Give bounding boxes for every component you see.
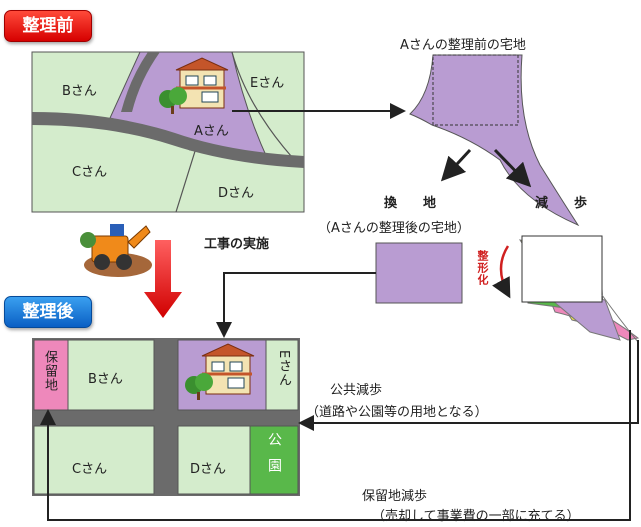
lot-e-after-label: Eさん	[276, 350, 291, 388]
a-after-lot	[375, 242, 463, 304]
lot-e-after	[265, 339, 299, 411]
reserve-genpo-title: 保留地減歩	[362, 489, 428, 504]
a-after-caption: （Aさんの整理後の宅地）	[318, 221, 470, 236]
reserve-genpo-note: （売却して事業費の一部に充てる）	[372, 509, 580, 524]
arrow-reserve-genpo	[40, 330, 631, 521]
kanchi-label: 換 地	[384, 196, 437, 211]
arrow-public-genpo	[298, 340, 639, 431]
genpo-cards	[518, 235, 640, 343]
reserve-label: 保留地	[42, 350, 57, 392]
house-icon	[175, 57, 229, 109]
after-badge: 整理後	[4, 296, 92, 328]
public-genpo-note: （道路や公園等の用地となる）	[306, 405, 488, 420]
construction-arrow	[144, 240, 182, 318]
before-badge: 整理前	[4, 10, 92, 42]
lot-d-after	[177, 425, 251, 495]
lot-b-after-label: Bさん	[88, 372, 123, 387]
a-before-title: Aさんの整理前の宅地	[400, 38, 526, 53]
lot-d-label: Dさん	[218, 186, 255, 201]
road-before-vertical	[121, 52, 160, 112]
park-lot	[249, 425, 299, 495]
tree-icon	[159, 87, 187, 114]
lot-e-label: Eさん	[250, 76, 285, 91]
construction-label: 工事の実施	[204, 237, 270, 252]
lot-c-label: Cさん	[72, 165, 108, 180]
road-before	[32, 112, 304, 168]
public-genpo-title: 公共減歩	[330, 383, 383, 398]
lot-d-after-label: Dさん	[190, 462, 227, 477]
house-icon	[201, 343, 255, 395]
genpo-label: 減 歩	[535, 196, 588, 211]
lot-c-after	[33, 425, 155, 495]
arrow-to-a-after-lot	[216, 272, 376, 338]
lot-b-label: Bさん	[62, 84, 97, 99]
park-label: 公園	[266, 432, 282, 484]
rotate-arrow-icon	[492, 245, 511, 299]
construction-machine-icon	[80, 224, 152, 277]
lot-c-after-label: Cさん	[72, 462, 108, 477]
lot-a-label: Aさん	[194, 124, 229, 139]
lot-b-after	[67, 339, 155, 411]
after-map	[32, 338, 300, 496]
tree-icon	[185, 373, 213, 400]
seikeika-label: 整形化	[476, 250, 489, 286]
